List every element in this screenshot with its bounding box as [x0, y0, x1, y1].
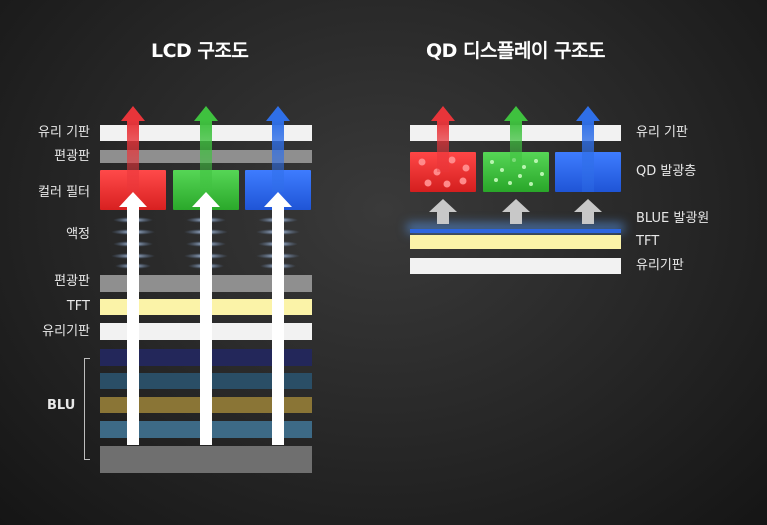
lcd-title: LCD 구조도	[151, 40, 249, 62]
lcd-label-glass-top: 유리 기판	[38, 125, 90, 140]
qd-label-blue-emitter: BLUE 발광원	[636, 211, 710, 226]
qd-glass-bottom	[410, 258, 621, 274]
lcd-label-tft: TFT	[66, 299, 90, 314]
qd-colored-arrow-red	[431, 106, 455, 172]
qd-label-qd-layer: QD 발광층	[636, 164, 697, 179]
qd-tft	[410, 235, 621, 249]
qd-colored-arrow-green	[504, 106, 528, 172]
lcd-colored-arrow-red	[121, 106, 145, 192]
qd-label-tft: TFT	[636, 234, 660, 249]
blu-layer-base	[100, 446, 312, 473]
lcd-colored-arrow-blue	[266, 106, 290, 192]
qd-gray-arrow-3	[574, 199, 602, 224]
lcd-label-glass-bottom: 유리기판	[42, 324, 90, 339]
lcd-label-blu: BLU	[47, 398, 76, 413]
qd-blue-emitter	[410, 229, 621, 233]
lcd-white-arrow-1	[119, 192, 147, 445]
lcd-white-arrow-3	[264, 192, 292, 445]
lcd-label-liquid-crystal: 액정	[66, 227, 90, 242]
lcd-label-color-filter: 컬러 필터	[38, 185, 90, 200]
lcd-label-polarizer-bottom: 편광판	[54, 274, 90, 289]
qd-title: QD 디스플레이 구조도	[426, 40, 606, 62]
qd-colored-arrow-blue	[576, 106, 600, 192]
qd-label-glass-bottom: 유리기판	[636, 258, 684, 273]
lcd-colored-arrow-green	[194, 106, 218, 192]
qd-gray-arrow-2	[502, 199, 530, 224]
lcd-white-arrow-2	[192, 192, 220, 445]
qd-label-glass-top: 유리 기판	[636, 125, 688, 140]
lcd-label-polarizer-top: 편광판	[54, 149, 90, 164]
qd-gray-arrow-1	[429, 199, 457, 224]
blu-bracket	[84, 358, 90, 460]
